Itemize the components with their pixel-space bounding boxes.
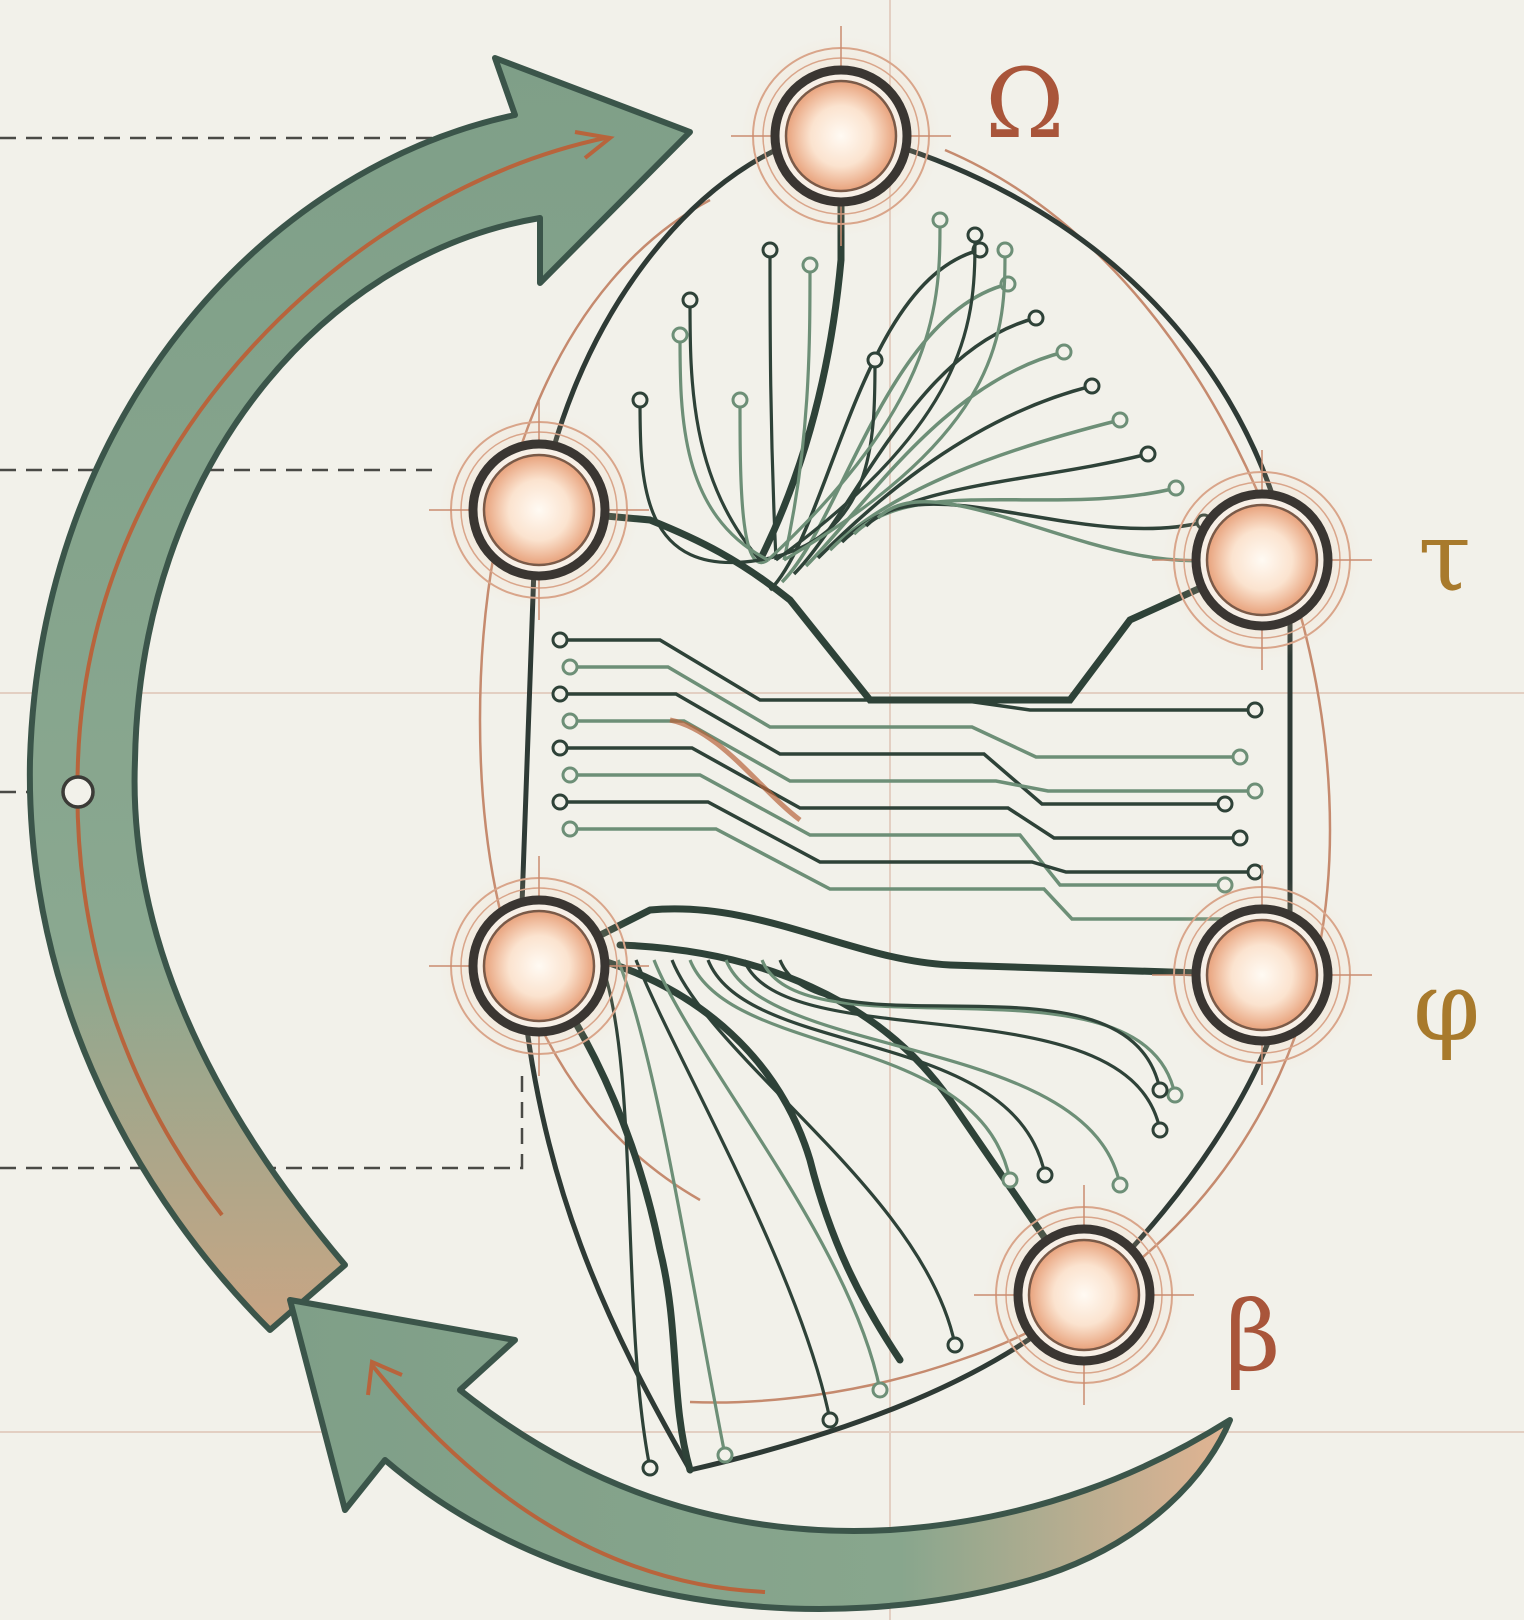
circuit-bus-trace [560, 640, 1255, 710]
node-label-tau: τ [1418, 501, 1471, 613]
circuit-pad [563, 822, 577, 836]
node-labels: Ω τ φ β [985, 48, 1480, 1393]
circuit-pad [873, 1383, 887, 1397]
circuit-pad [643, 1461, 657, 1475]
circuit-pad [718, 1448, 732, 1462]
circuit-pad [803, 258, 817, 272]
circuit-pad [683, 293, 697, 307]
circuit-pad [1057, 345, 1071, 359]
circuit-pad [1141, 447, 1155, 461]
circuit-pad [968, 228, 982, 242]
circuit-pad [763, 243, 777, 257]
circuit-pad [1233, 750, 1247, 764]
circuit-pad [1169, 481, 1183, 495]
circuit-pad [933, 213, 947, 227]
circuit-branch-trace [726, 960, 1120, 1185]
circuit-pad [633, 393, 647, 407]
node-label-omega: Ω [985, 48, 1065, 160]
circuit-pad [1153, 1123, 1167, 1137]
circuit-node-icon [429, 856, 649, 1076]
circuit-branch-trace [690, 960, 1010, 1180]
circuit-pad [1029, 311, 1043, 325]
circuit-bus-trace [570, 667, 1240, 757]
circuit-pad [823, 1413, 837, 1427]
circuit-branch-trace [636, 960, 830, 1420]
circuit-pad [553, 633, 567, 647]
circuit-pad [1248, 703, 1262, 717]
circuit-node-icon [731, 26, 951, 246]
circuit-pad [1248, 784, 1262, 798]
circuit-pad [553, 795, 567, 809]
circuit-node-icon [1152, 450, 1372, 670]
node-label-phi: φ [1413, 951, 1480, 1063]
circuit-trunk [539, 510, 1262, 700]
circuit-pad [1153, 1083, 1167, 1097]
circuit-pad [673, 328, 687, 342]
circuit-pad [868, 353, 882, 367]
arrow-waypoint-marker [63, 777, 93, 807]
circuit-node-icon [1152, 865, 1372, 1085]
circuit-pad [1233, 831, 1247, 845]
circuit-pad [1085, 379, 1099, 393]
circuit-pad [1168, 1088, 1182, 1102]
circuit-branch-trace [780, 960, 1160, 1090]
circuit-pad [563, 714, 577, 728]
circuit-pad [998, 243, 1012, 257]
circuit-branch-trace [784, 265, 810, 560]
circuit-pad [553, 741, 567, 755]
circuit-pad [1003, 1173, 1017, 1187]
circuit-pad [1038, 1168, 1052, 1182]
circuit-pad [948, 1338, 962, 1352]
circuit-pad [1113, 1178, 1127, 1192]
circuit-node-icon [429, 400, 649, 620]
circuit-branch-trace [690, 300, 760, 560]
circuit-pad [563, 768, 577, 782]
node-label-beta: β [1225, 1281, 1281, 1393]
circuit-pad [1218, 797, 1232, 811]
circuit-branch-trace [654, 960, 880, 1390]
circuit-bus-trace [560, 748, 1240, 838]
circuit-branch-trace [770, 250, 776, 560]
circuit-trunk [600, 960, 900, 1360]
circuit-pad [563, 660, 577, 674]
circuit-pad [553, 687, 567, 701]
circuit-pad [733, 393, 747, 407]
circuit-branch-trace [680, 335, 768, 560]
circuit-pad [1113, 413, 1127, 427]
